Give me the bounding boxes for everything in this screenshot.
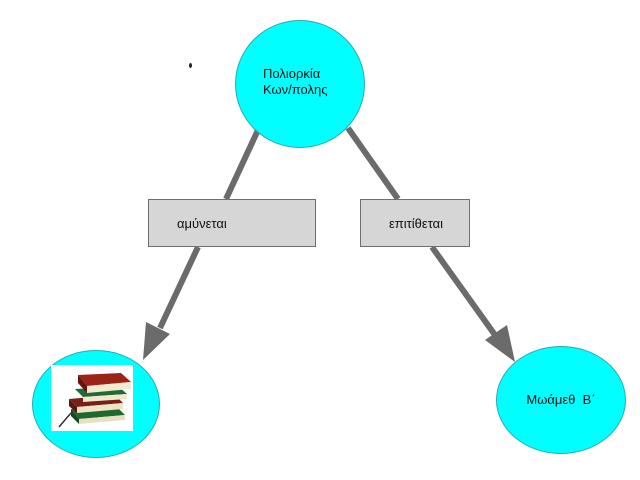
relation-right-label: επιτίθεται [389, 215, 444, 231]
right-node: Μωάμεθ Β΄ [496, 346, 626, 454]
central-node: Πολιορκία Κων/πολης [235, 20, 365, 148]
central-node-label: Πολιορκία Κων/πολης [263, 66, 363, 98]
connector-top-to-left-relation [223, 128, 261, 201]
stray-dot [189, 63, 192, 68]
arrow-left-relation-to-left-node [157, 245, 201, 330]
arrow-right-relation-to-right-node [429, 245, 498, 337]
central-node-line-2: Κων/πολης [263, 82, 328, 97]
relation-left-label: αμύνεται [177, 215, 227, 231]
right-node-label: Μωάμεθ Β΄ [526, 392, 596, 407]
central-node-line-1: Πολιορκία [263, 66, 321, 81]
relation-box-right: επιτίθεται [360, 199, 470, 247]
books-icon [51, 365, 133, 431]
arrowhead-left [143, 322, 170, 360]
relation-box-left: αμύνεται [148, 199, 316, 247]
arrowhead-right [485, 325, 515, 362]
connector-top-to-right-relation [345, 126, 401, 201]
